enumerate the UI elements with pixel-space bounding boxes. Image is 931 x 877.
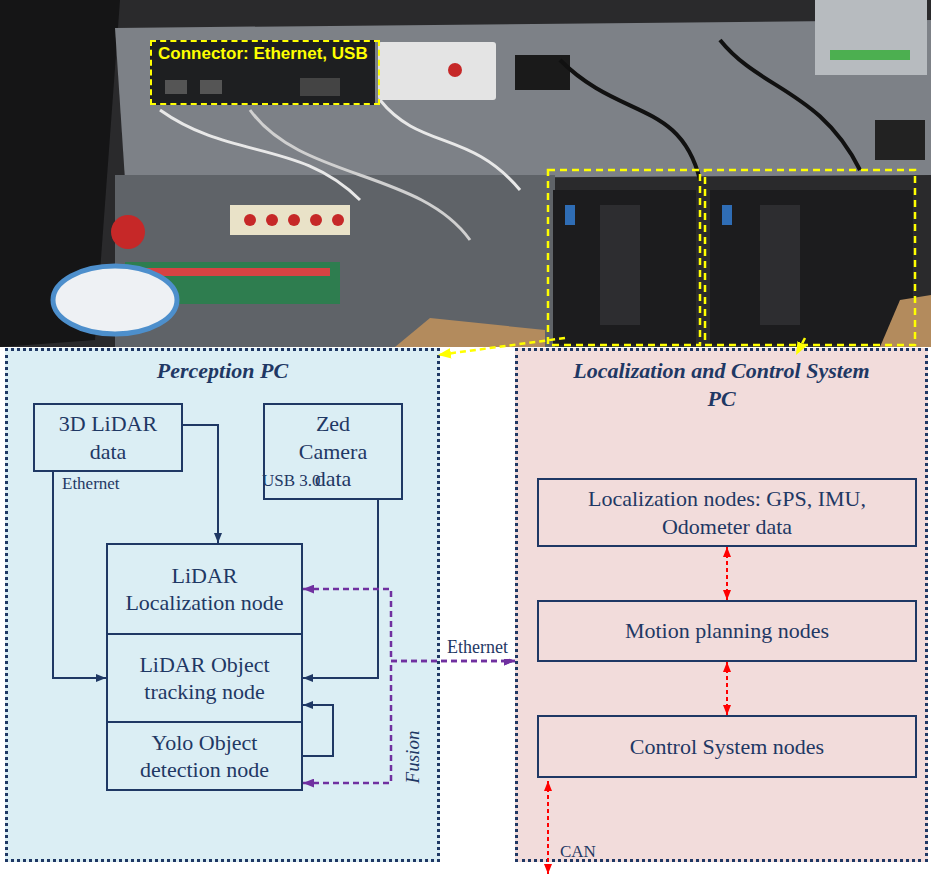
process-box: Yolo Object detection node: [106, 721, 303, 791]
connector-callout: Connector: Ethernet, USB: [150, 40, 380, 105]
port: [300, 78, 340, 96]
panel-title: Perception PC: [23, 357, 423, 385]
pointer-arrow: [796, 338, 805, 355]
terminal-block: [230, 205, 350, 235]
terminal: [288, 214, 300, 226]
port-label: Ethernet: [62, 474, 120, 494]
gps-antenna: [53, 266, 177, 334]
cardboard: [880, 295, 931, 347]
port-label: USB 3.0: [262, 471, 321, 491]
fusion-label: Fusion: [402, 731, 425, 784]
box-text: LiDAR Localization node: [122, 562, 287, 617]
data-box: 3D LiDAR data: [33, 403, 183, 472]
box-text: 3D LiDAR data: [49, 410, 167, 465]
control-pc: [710, 190, 913, 345]
box-text: Localization nodes: GPS, IMU, Odometer d…: [553, 485, 901, 540]
process-box: LiDAR Localization node: [106, 543, 303, 635]
cardboard: [395, 318, 545, 347]
box-text: Motion planning nodes: [625, 617, 829, 645]
terminal: [266, 214, 278, 226]
perception-pc: [553, 190, 696, 345]
rack-front: [115, 175, 555, 347]
cable: [560, 60, 700, 180]
callout-text: Connector: Ethernet, USB: [158, 44, 368, 64]
process-box: Localization nodes: GPS, IMU, Odometer d…: [537, 478, 917, 547]
ethernet-link: [303, 661, 515, 783]
process-box: LiDAR Object tracking node: [106, 633, 303, 723]
power-brick: [875, 120, 925, 160]
edge-label: Ethernet: [445, 637, 510, 659]
terminal: [244, 214, 256, 226]
fusion-arrow: [303, 705, 333, 756]
data-arrow: [53, 472, 106, 678]
rack-top: [115, 20, 931, 180]
pc-slot: [760, 205, 800, 325]
device-box: [378, 42, 496, 100]
emergency-button: [111, 215, 145, 249]
can-bus-arrow: [547, 781, 549, 874]
node-link: [726, 662, 728, 715]
box-text: LiDAR Object tracking node: [122, 651, 287, 706]
photo-ground: [0, 0, 931, 347]
panel-title: Localization and Control System PC: [562, 357, 882, 412]
connector-panel: [150, 40, 375, 105]
terminal: [310, 214, 322, 226]
power-supply: [815, 0, 927, 75]
pc-panel: Perception PC3D LiDAR dataZed Camera dat…: [5, 348, 440, 862]
data-arrow: [183, 425, 218, 543]
port: [200, 80, 222, 94]
box-text: Control System nodes: [630, 733, 824, 761]
cable: [380, 100, 520, 190]
highlight-box: [548, 170, 700, 345]
cable: [250, 110, 470, 240]
pointer-arrow: [438, 338, 565, 355]
pc-slot: [600, 205, 640, 325]
port: [165, 80, 187, 94]
usb-port: [722, 205, 732, 225]
process-box: Motion planning nodes: [537, 600, 917, 662]
bus-label: CAN: [560, 842, 596, 862]
pc-panel: Localization and Control System PC Locali…: [515, 348, 928, 862]
cable: [720, 40, 860, 170]
device-button: [448, 63, 462, 77]
data-arrow: [303, 500, 378, 678]
terminal: [332, 214, 344, 226]
box-text: Yolo Object detection node: [122, 729, 287, 784]
process-box: Control System nodes: [537, 715, 917, 778]
highlight-box: [705, 170, 915, 345]
ethernet-link: [303, 589, 515, 661]
power-terminals: [830, 50, 910, 60]
node-link: [726, 547, 728, 600]
usb-port: [565, 205, 575, 225]
